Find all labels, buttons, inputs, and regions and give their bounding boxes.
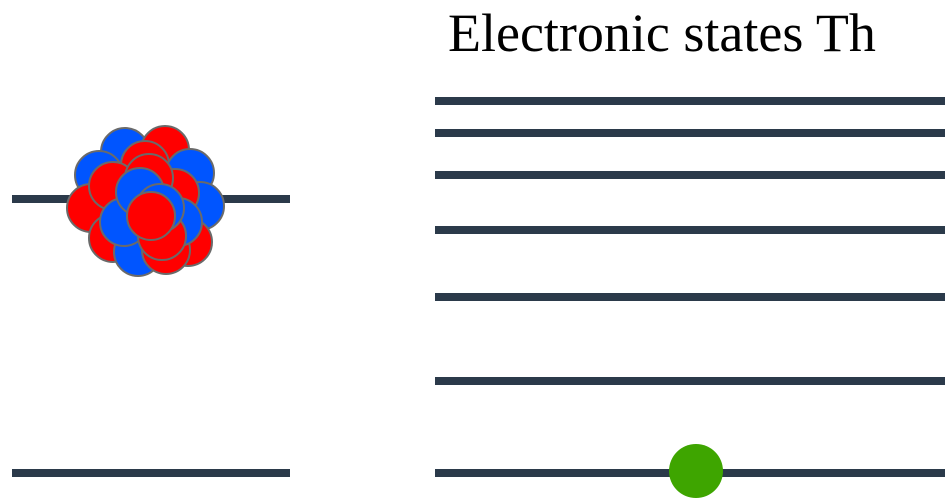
nucleus-icon [66,125,225,277]
page-title: Electronic states Th [448,3,876,63]
electronic-levels [435,97,945,477]
proton [126,191,176,241]
electron-dot-icon [669,444,723,498]
